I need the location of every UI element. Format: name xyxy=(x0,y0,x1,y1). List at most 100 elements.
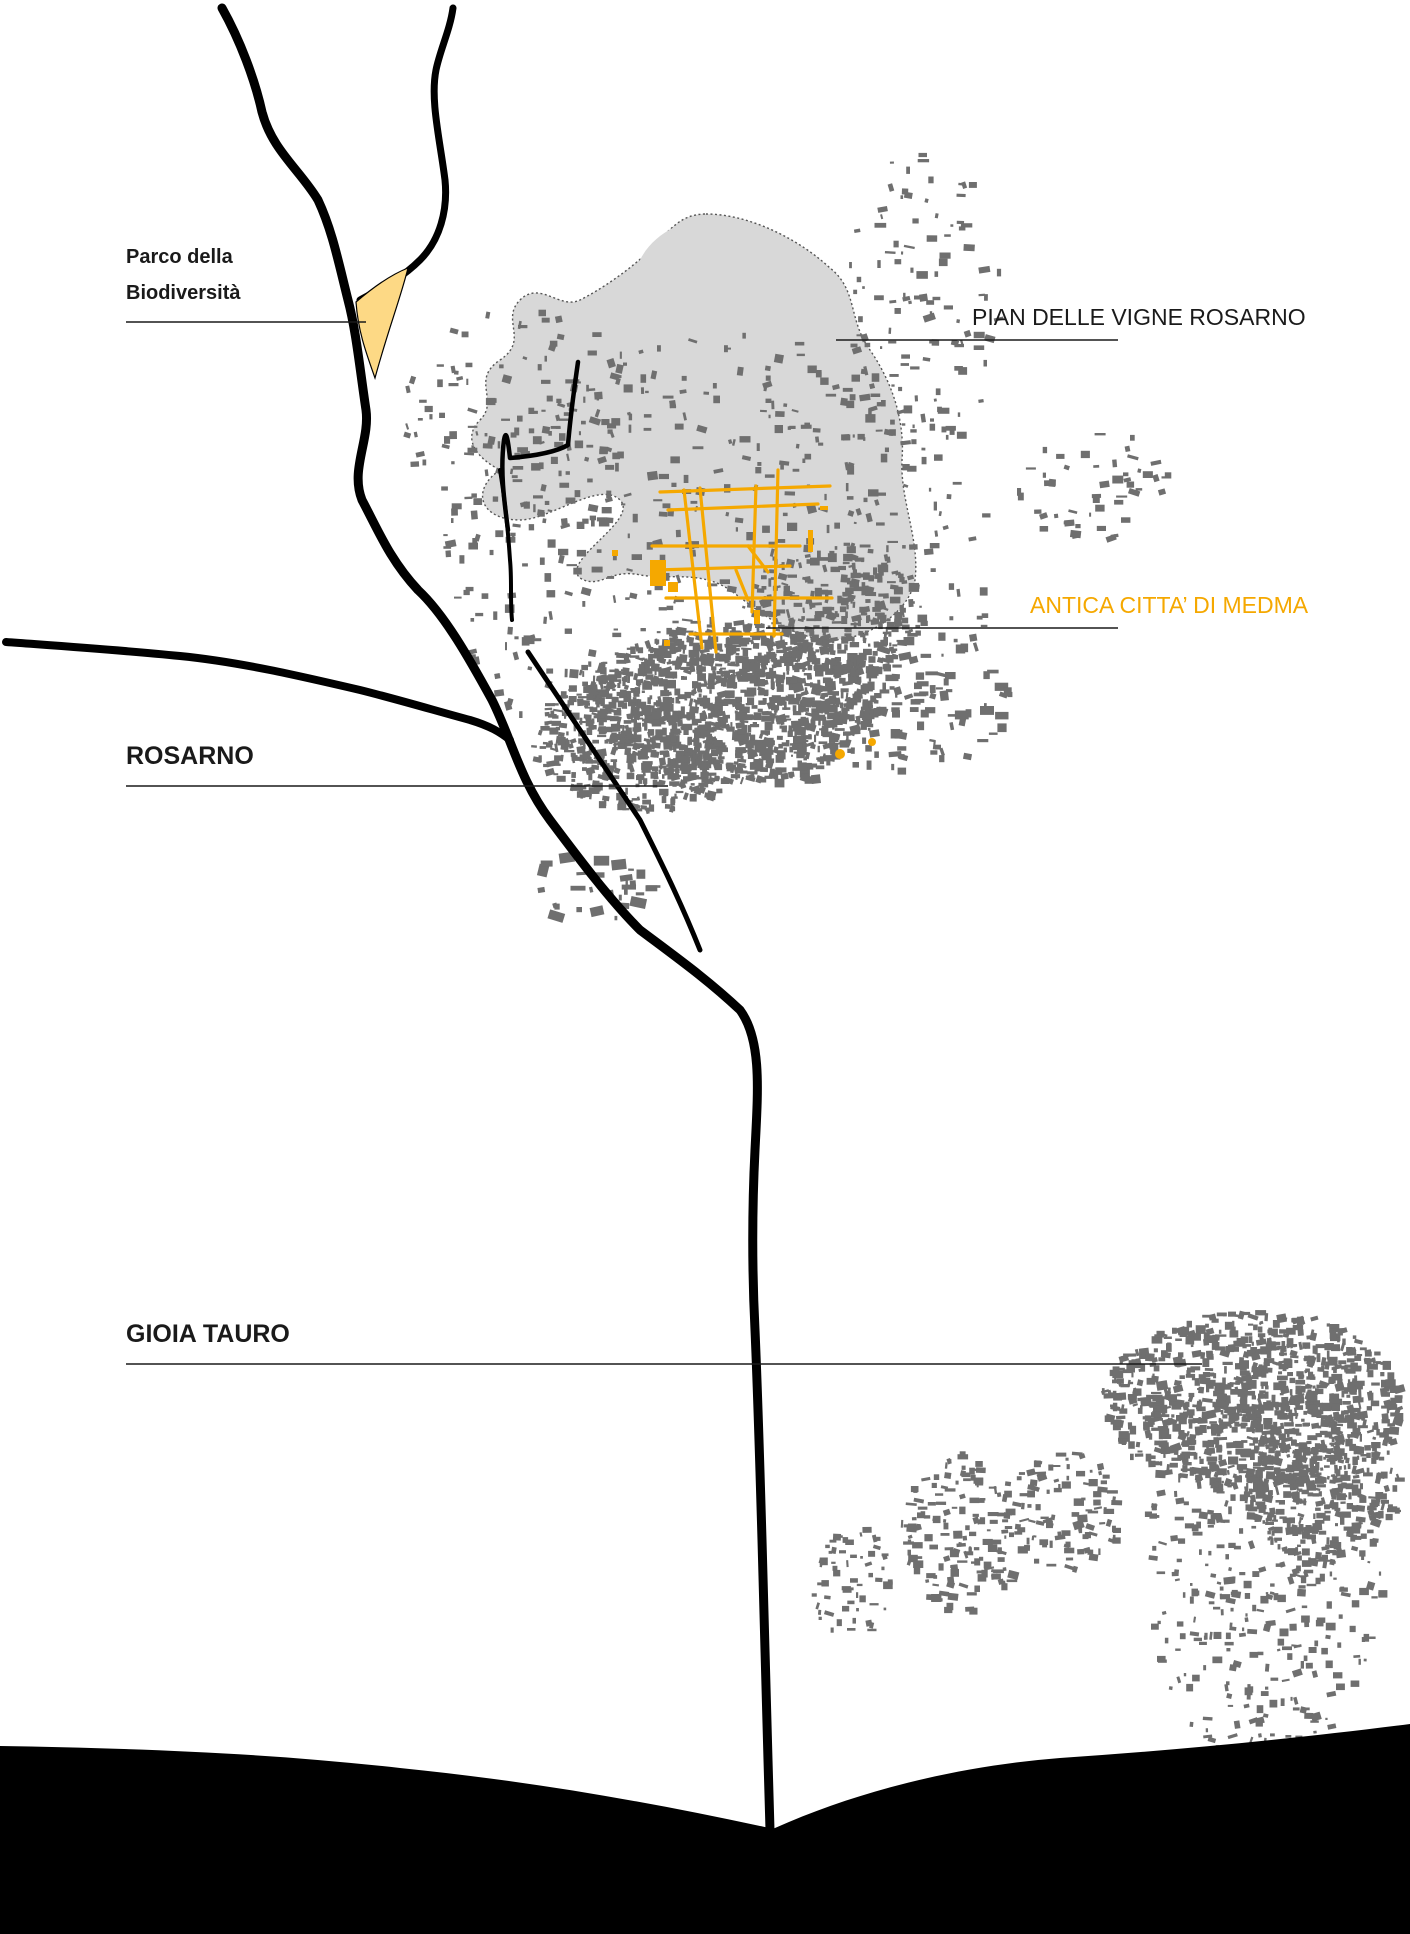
building-footprint xyxy=(1303,1410,1308,1415)
building-footprint xyxy=(1218,1329,1222,1334)
building-footprint xyxy=(727,766,731,770)
building-footprint xyxy=(714,643,723,651)
building-footprint xyxy=(797,618,804,623)
building-footprint xyxy=(844,738,852,746)
building-footprint xyxy=(1325,1544,1335,1548)
building-footprint xyxy=(1325,1622,1336,1631)
building-footprint xyxy=(1243,1491,1250,1498)
building-footprint xyxy=(932,1583,940,1587)
building-footprint xyxy=(1192,1531,1203,1536)
building-footprint xyxy=(933,1575,938,1579)
building-footprint xyxy=(957,1560,968,1563)
building-footprint xyxy=(977,1574,987,1582)
building-footprint xyxy=(997,1547,1002,1555)
building-footprint xyxy=(935,687,943,690)
building-footprint xyxy=(960,223,973,228)
building-footprint xyxy=(847,1628,856,1631)
building-footprint xyxy=(641,744,652,753)
building-footprint xyxy=(1394,1413,1404,1421)
building-footprint xyxy=(814,734,817,743)
building-footprint xyxy=(1270,1733,1275,1737)
building-footprint xyxy=(726,585,737,593)
building-footprint xyxy=(1230,1607,1234,1612)
building-footprint xyxy=(636,717,644,720)
building-footprint xyxy=(1325,1454,1335,1459)
building-footprint xyxy=(1093,464,1100,468)
building-footprint xyxy=(955,1480,959,1485)
building-footprint xyxy=(895,693,898,698)
building-footprint xyxy=(1210,1440,1220,1445)
building-footprint xyxy=(783,651,790,658)
building-footprint xyxy=(846,400,855,409)
building-footprint xyxy=(1304,1622,1310,1628)
building-footprint xyxy=(631,554,642,560)
building-footprint xyxy=(634,687,641,694)
building-footprint xyxy=(1304,1569,1314,1574)
building-footprint xyxy=(1321,1402,1332,1412)
building-footprint xyxy=(791,754,793,757)
building-footprint xyxy=(1244,1687,1253,1696)
building-footprint xyxy=(706,653,710,661)
building-footprint xyxy=(840,601,849,606)
building-footprint xyxy=(1238,1632,1247,1638)
building-footprint xyxy=(1161,476,1168,479)
building-footprint xyxy=(1269,1591,1275,1595)
building-footprint xyxy=(1153,1365,1160,1372)
building-footprint xyxy=(1166,1343,1172,1352)
building-footprint xyxy=(1343,1453,1348,1460)
drainage-channel xyxy=(525,649,703,953)
building-footprint xyxy=(885,655,899,660)
building-footprint xyxy=(865,714,875,720)
building-footprint xyxy=(858,652,867,661)
building-footprint xyxy=(845,587,854,594)
building-footprint xyxy=(1290,1490,1300,1499)
building-footprint xyxy=(769,548,775,557)
building-footprint xyxy=(735,776,738,780)
building-footprint xyxy=(670,736,677,743)
building-footprint xyxy=(735,655,743,664)
building-footprint xyxy=(1158,1540,1168,1546)
building-footprint xyxy=(1156,1489,1166,1497)
building-footprint xyxy=(881,657,891,664)
building-footprint xyxy=(1307,1492,1314,1497)
building-footprint xyxy=(1199,1549,1202,1555)
building-footprint xyxy=(785,740,790,747)
building-footprint xyxy=(752,722,757,728)
building-footprint xyxy=(1342,1338,1346,1345)
building-footprint xyxy=(892,644,898,647)
building-footprint xyxy=(742,716,753,721)
building-footprint xyxy=(651,746,656,750)
building-footprint xyxy=(725,637,735,645)
building-footprint xyxy=(929,738,936,743)
building-footprint xyxy=(868,489,879,497)
building-footprint xyxy=(1230,1326,1236,1333)
building-footprint xyxy=(689,793,697,802)
building-footprint xyxy=(1034,1558,1040,1564)
building-footprint xyxy=(902,464,910,471)
building-footprint xyxy=(484,469,489,477)
building-footprint xyxy=(1245,1613,1248,1617)
building-footprint xyxy=(565,497,576,504)
building-footprint xyxy=(947,714,962,717)
building-footprint xyxy=(1282,1646,1292,1651)
building-footprint xyxy=(1386,1450,1390,1455)
building-footprint xyxy=(689,665,696,673)
building-footprint xyxy=(798,722,801,728)
building-footprint xyxy=(878,569,883,579)
building-footprint xyxy=(1302,1450,1306,1459)
building-footprint xyxy=(1295,1547,1299,1555)
building-footprint xyxy=(798,767,808,771)
building-footprint xyxy=(1365,1581,1376,1591)
building-footprint xyxy=(1301,1615,1310,1623)
building-footprint xyxy=(1192,1590,1200,1596)
building-footprint xyxy=(1209,1421,1217,1424)
building-footprint xyxy=(747,747,752,754)
building-footprint xyxy=(698,784,705,792)
building-footprint xyxy=(588,661,592,667)
building-footprint xyxy=(582,681,588,687)
building-footprint xyxy=(783,718,792,721)
building-footprint xyxy=(634,643,640,652)
building-footprint xyxy=(1103,1507,1107,1511)
leader-lines xyxy=(126,321,1202,1365)
building-footprint xyxy=(674,767,680,774)
